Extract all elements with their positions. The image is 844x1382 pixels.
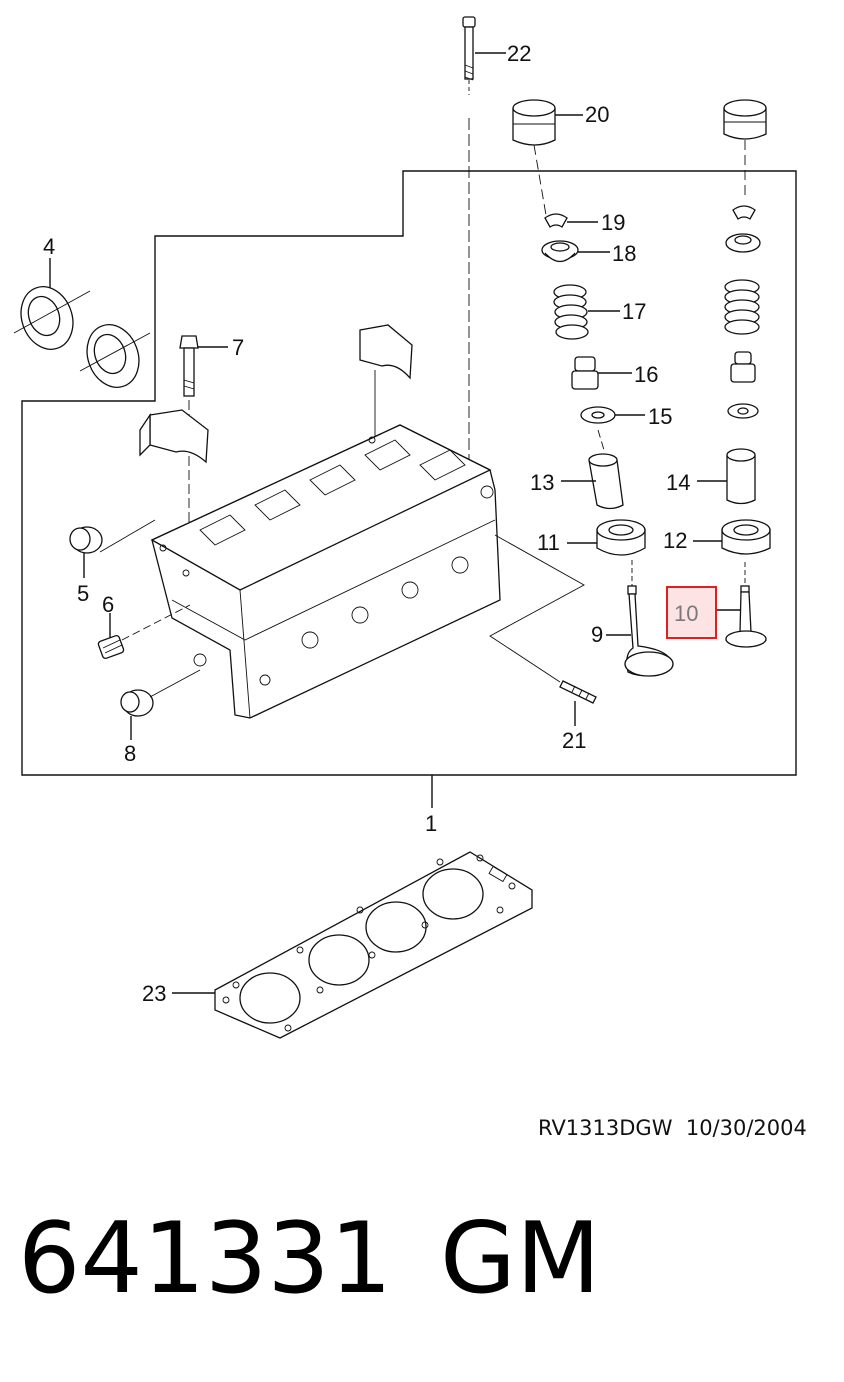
callout-16: 16 xyxy=(634,362,658,387)
callout-12: 12 xyxy=(663,528,687,553)
callout-13: 13 xyxy=(530,470,554,495)
tappet-20 xyxy=(512,99,556,146)
bearing-cap-left xyxy=(139,409,209,464)
brand-name: GM xyxy=(440,1202,601,1316)
callout-19: 19 xyxy=(601,210,625,235)
callout-8: 8 xyxy=(124,741,136,766)
tappet-right xyxy=(723,99,767,200)
bolt-7 xyxy=(179,335,199,560)
valve-seat-insert-12 xyxy=(721,519,771,555)
spring-retainer-right xyxy=(725,233,761,253)
spring-seat-15 xyxy=(580,406,616,424)
stud-21 xyxy=(489,534,597,704)
callout-14: 14 xyxy=(666,470,690,495)
intake-valve-10 xyxy=(725,562,767,648)
plug-5 xyxy=(69,519,156,554)
valve-keeper-19 xyxy=(544,213,568,228)
callout-20: 20 xyxy=(585,102,609,127)
spring-retainer-18 xyxy=(541,240,579,263)
callout-7: 7 xyxy=(232,335,244,360)
callout-4: 4 xyxy=(43,234,55,259)
valve-keeper-right xyxy=(732,205,756,220)
valve-guide-14 xyxy=(726,448,756,505)
bolt-22 xyxy=(462,16,476,470)
callout-22: 22 xyxy=(507,41,531,66)
camshaft-seal-4 xyxy=(13,286,151,388)
exhaust-valve-9 xyxy=(624,560,674,677)
part-number: 641331 xyxy=(18,1202,393,1316)
drawing-reference: RV1313DGW 10/30/2004 xyxy=(538,1116,807,1140)
callout-17: 17 xyxy=(622,299,646,324)
valve-stem-seal-16 xyxy=(571,356,599,390)
valve-spring-right xyxy=(724,279,760,335)
cylinder-head xyxy=(150,424,501,719)
callout-21: 21 xyxy=(562,728,586,753)
assembly-boundary xyxy=(21,170,797,776)
callout-5: 5 xyxy=(77,581,89,606)
valve-spring-17 xyxy=(553,284,589,340)
bearing-cap-right xyxy=(359,324,413,440)
callout-6: 6 xyxy=(102,592,114,617)
callout-15: 15 xyxy=(648,404,672,429)
stud-6 xyxy=(97,604,191,660)
callout-11: 11 xyxy=(537,530,560,555)
valve-seat-insert-11 xyxy=(596,519,646,556)
callout-23: 23 xyxy=(142,981,166,1006)
drawing-code: RV1313DGW xyxy=(538,1116,673,1140)
callout-1: 1 xyxy=(425,811,437,836)
callout-18: 18 xyxy=(612,241,636,266)
valve-stem-seal-right xyxy=(730,351,756,383)
head-gasket-23 xyxy=(214,851,533,1039)
highlight-box-10 xyxy=(666,586,717,639)
valve-guide-13 xyxy=(588,453,624,510)
spring-seat-right xyxy=(727,403,759,419)
callout-10: 10 xyxy=(674,601,698,626)
plug-8 xyxy=(120,669,201,717)
callout-9: 9 xyxy=(591,622,603,647)
drawing-date: 10/30/2004 xyxy=(685,1116,807,1140)
